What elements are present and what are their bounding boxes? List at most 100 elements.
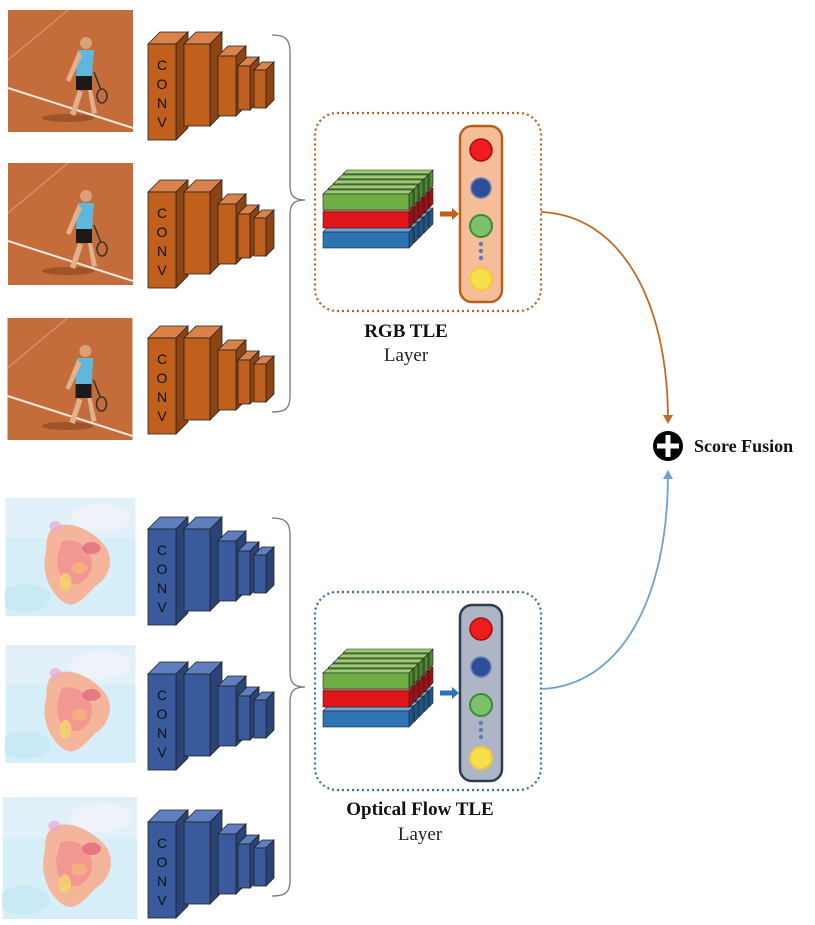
- score-node-red: [469, 617, 493, 641]
- conv-letter: O: [157, 76, 168, 92]
- flow-tle-subtitle: Layer: [398, 824, 443, 845]
- arrow-head: [452, 208, 459, 220]
- score-node-green: [469, 214, 493, 238]
- conv-letter: O: [157, 370, 168, 386]
- conv-block-1: [147, 179, 189, 289]
- rgb-tle-subtitle: Layer: [384, 345, 429, 366]
- flow-to-fusion-curve: [540, 473, 669, 690]
- flow-frame-1: [5, 498, 136, 616]
- conv-letter: O: [157, 854, 168, 870]
- conv-letter: C: [157, 205, 167, 221]
- rgb-tle-border: [313, 111, 543, 313]
- rgb-tle-title: RGB TLE: [364, 321, 448, 342]
- conv-block-5: [253, 209, 275, 257]
- arrow-head: [452, 687, 459, 699]
- conv-block-2: [183, 31, 223, 127]
- conv-block-2: [183, 325, 223, 421]
- rgb-tle-layer: [322, 124, 504, 304]
- conv-letter: C: [157, 57, 167, 73]
- feature-slab: [322, 189, 414, 211]
- rgb-frame-3: [6, 318, 134, 440]
- feature-slab: [322, 706, 414, 728]
- conv-letter: C: [157, 687, 167, 703]
- ellipsis-dot: [478, 255, 484, 261]
- arrow-shaft: [440, 211, 452, 217]
- flow-arrowhead: [663, 470, 673, 479]
- conv-letter: N: [157, 243, 167, 259]
- feature-stack: [322, 648, 434, 728]
- conv-block-5: [253, 546, 275, 594]
- score-fusion: Score Fusion: [653, 431, 793, 461]
- ellipsis-dot: [478, 734, 484, 740]
- flow-brace: [271, 517, 306, 897]
- conv-letter: N: [157, 873, 167, 889]
- conv-block-2: [183, 179, 223, 275]
- rgb-to-fusion-curve: [540, 211, 669, 421]
- conv-block-1: [147, 516, 189, 626]
- score-node-yellow: [469, 746, 493, 770]
- rgb-arrowhead: [663, 415, 673, 424]
- rgb-frame-2: [8, 163, 133, 285]
- score-node-blue: [470, 656, 492, 678]
- flow-frame-3: [2, 797, 138, 919]
- conv-letter: V: [157, 599, 167, 615]
- feature-slab: [322, 227, 414, 249]
- conv-letter: V: [157, 892, 167, 908]
- conv-letter: C: [157, 835, 167, 851]
- conv-block-1: [147, 31, 189, 141]
- conv-block-1: [147, 809, 189, 919]
- conv-letter: V: [157, 408, 167, 424]
- feature-slab: [322, 686, 414, 708]
- feature-stack: [322, 169, 434, 249]
- flow-frame-2: [5, 645, 136, 763]
- conv-letter: C: [157, 351, 167, 367]
- conv-block-5: [253, 355, 275, 403]
- conv-block-2: [183, 809, 223, 905]
- rgb-brace: [271, 34, 306, 413]
- conv-letter: V: [157, 744, 167, 760]
- flow-tle-border: [313, 590, 543, 792]
- score-fusion-label: Score Fusion: [694, 436, 793, 456]
- conv-block-5: [253, 691, 275, 739]
- score-node-blue: [470, 177, 492, 199]
- conv-letter: N: [157, 580, 167, 596]
- conv-block-5: [253, 839, 275, 887]
- conv-letter: O: [157, 561, 168, 577]
- rgb-frame-1: [8, 10, 133, 132]
- conv-letter: C: [157, 542, 167, 558]
- score-node-green: [469, 693, 493, 717]
- score-node-red: [469, 138, 493, 162]
- feature-slab: [322, 668, 414, 690]
- conv-letter: N: [157, 725, 167, 741]
- conv-block-5: [253, 61, 275, 109]
- score-node-yellow: [469, 267, 493, 291]
- plus-icon-v: [665, 435, 671, 457]
- feature-slab: [322, 207, 414, 229]
- conv-letter: N: [157, 389, 167, 405]
- conv-letter: V: [157, 114, 167, 130]
- conv-block-1: [147, 325, 189, 435]
- ellipsis-dot: [478, 727, 484, 733]
- conv-letter: N: [157, 95, 167, 111]
- ellipsis-dot: [478, 248, 484, 254]
- ellipsis-dot: [478, 241, 484, 247]
- conv-block-2: [183, 661, 223, 757]
- flow-tle-layer: [322, 603, 504, 783]
- flow-tle-title: Optical Flow TLE: [346, 799, 493, 820]
- conv-letter: V: [157, 262, 167, 278]
- conv-letter: O: [157, 706, 168, 722]
- ellipsis-dot: [478, 720, 484, 726]
- conv-letter: O: [157, 224, 168, 240]
- conv-block-2: [183, 516, 223, 612]
- conv-block-1: [147, 661, 189, 771]
- arrow-shaft: [440, 690, 452, 696]
